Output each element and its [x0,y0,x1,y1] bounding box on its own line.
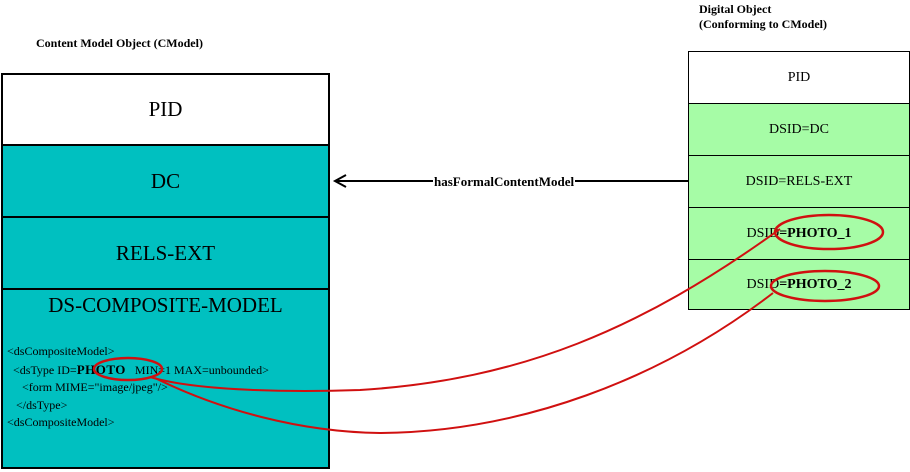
do-rels-ext-row: DSID=RELS-EXT [689,156,909,208]
cmodel-pid-row: PID [3,75,328,146]
cmodel-dc-row: DC [3,146,328,218]
do-dc-label: DSID=DC [768,121,829,137]
xml-line-5: <dsCompositeModel> [7,415,115,429]
cmodel-ds-composite-model-label: DS-COMPOSITE-MODEL [48,293,283,317]
xml-line-4: </dsType> [7,397,68,412]
digital-object-title: Digital Object (Conforming to CModel) [699,2,827,32]
do-photo2-row: DSID=PHOTO_2 [689,260,909,309]
cmodel-rels-ext-row: RELS-EXT [3,218,328,290]
do-dc-row: DSID=DC [689,104,909,156]
cmodel-rels-ext-label: RELS-EXT [115,240,216,265]
digital-object-title-line1: Digital Object [699,2,772,16]
do-photo1-value: =PHOTO_1 [779,225,852,241]
cmodel-pid-label: PID [148,97,183,121]
do-pid-row: PID [689,52,909,104]
xml-line-2-prefix: <dsType ID= [7,362,77,377]
do-photo1-prefix: DSID [746,225,780,241]
do-photo2-prefix: DSID [746,276,780,292]
do-photo1-row: DSID=PHOTO_1 [689,208,909,260]
xml-dstype-id: PHOTO [76,361,126,377]
cmodel-title: Content Model Object (CModel) [36,36,203,50]
digital-object-title-line2: (Conforming to CModel) [699,17,827,31]
has-formal-content-model-label: hasFormalContentModel [433,174,576,189]
digital-object-box: PID DSID=DC DSID=RELS-EXT DSID=PHOTO_1 D… [688,51,910,310]
xml-line-3: <form MIME="image/jpeg"/> [7,380,168,394]
ds-composite-model-xml: <dsCompositeModel> <dsType ID=PHOTO MIN=… [7,343,269,432]
do-photo2-value: =PHOTO_2 [779,276,852,292]
xml-line-2-suffix: MIN=1 MAX=unbounded> [125,362,269,377]
arrow-head-icon [332,174,347,188]
cmodel-box: PID DC RELS-EXT DS-COMPOSITE-MODEL <dsCo… [1,73,330,469]
xml-line-1: <dsCompositeModel> [7,344,115,358]
do-rels-ext-label: DSID=RELS-EXT [745,173,853,189]
do-pid-label: PID [787,69,811,85]
cmodel-dc-label: DC [150,168,181,193]
